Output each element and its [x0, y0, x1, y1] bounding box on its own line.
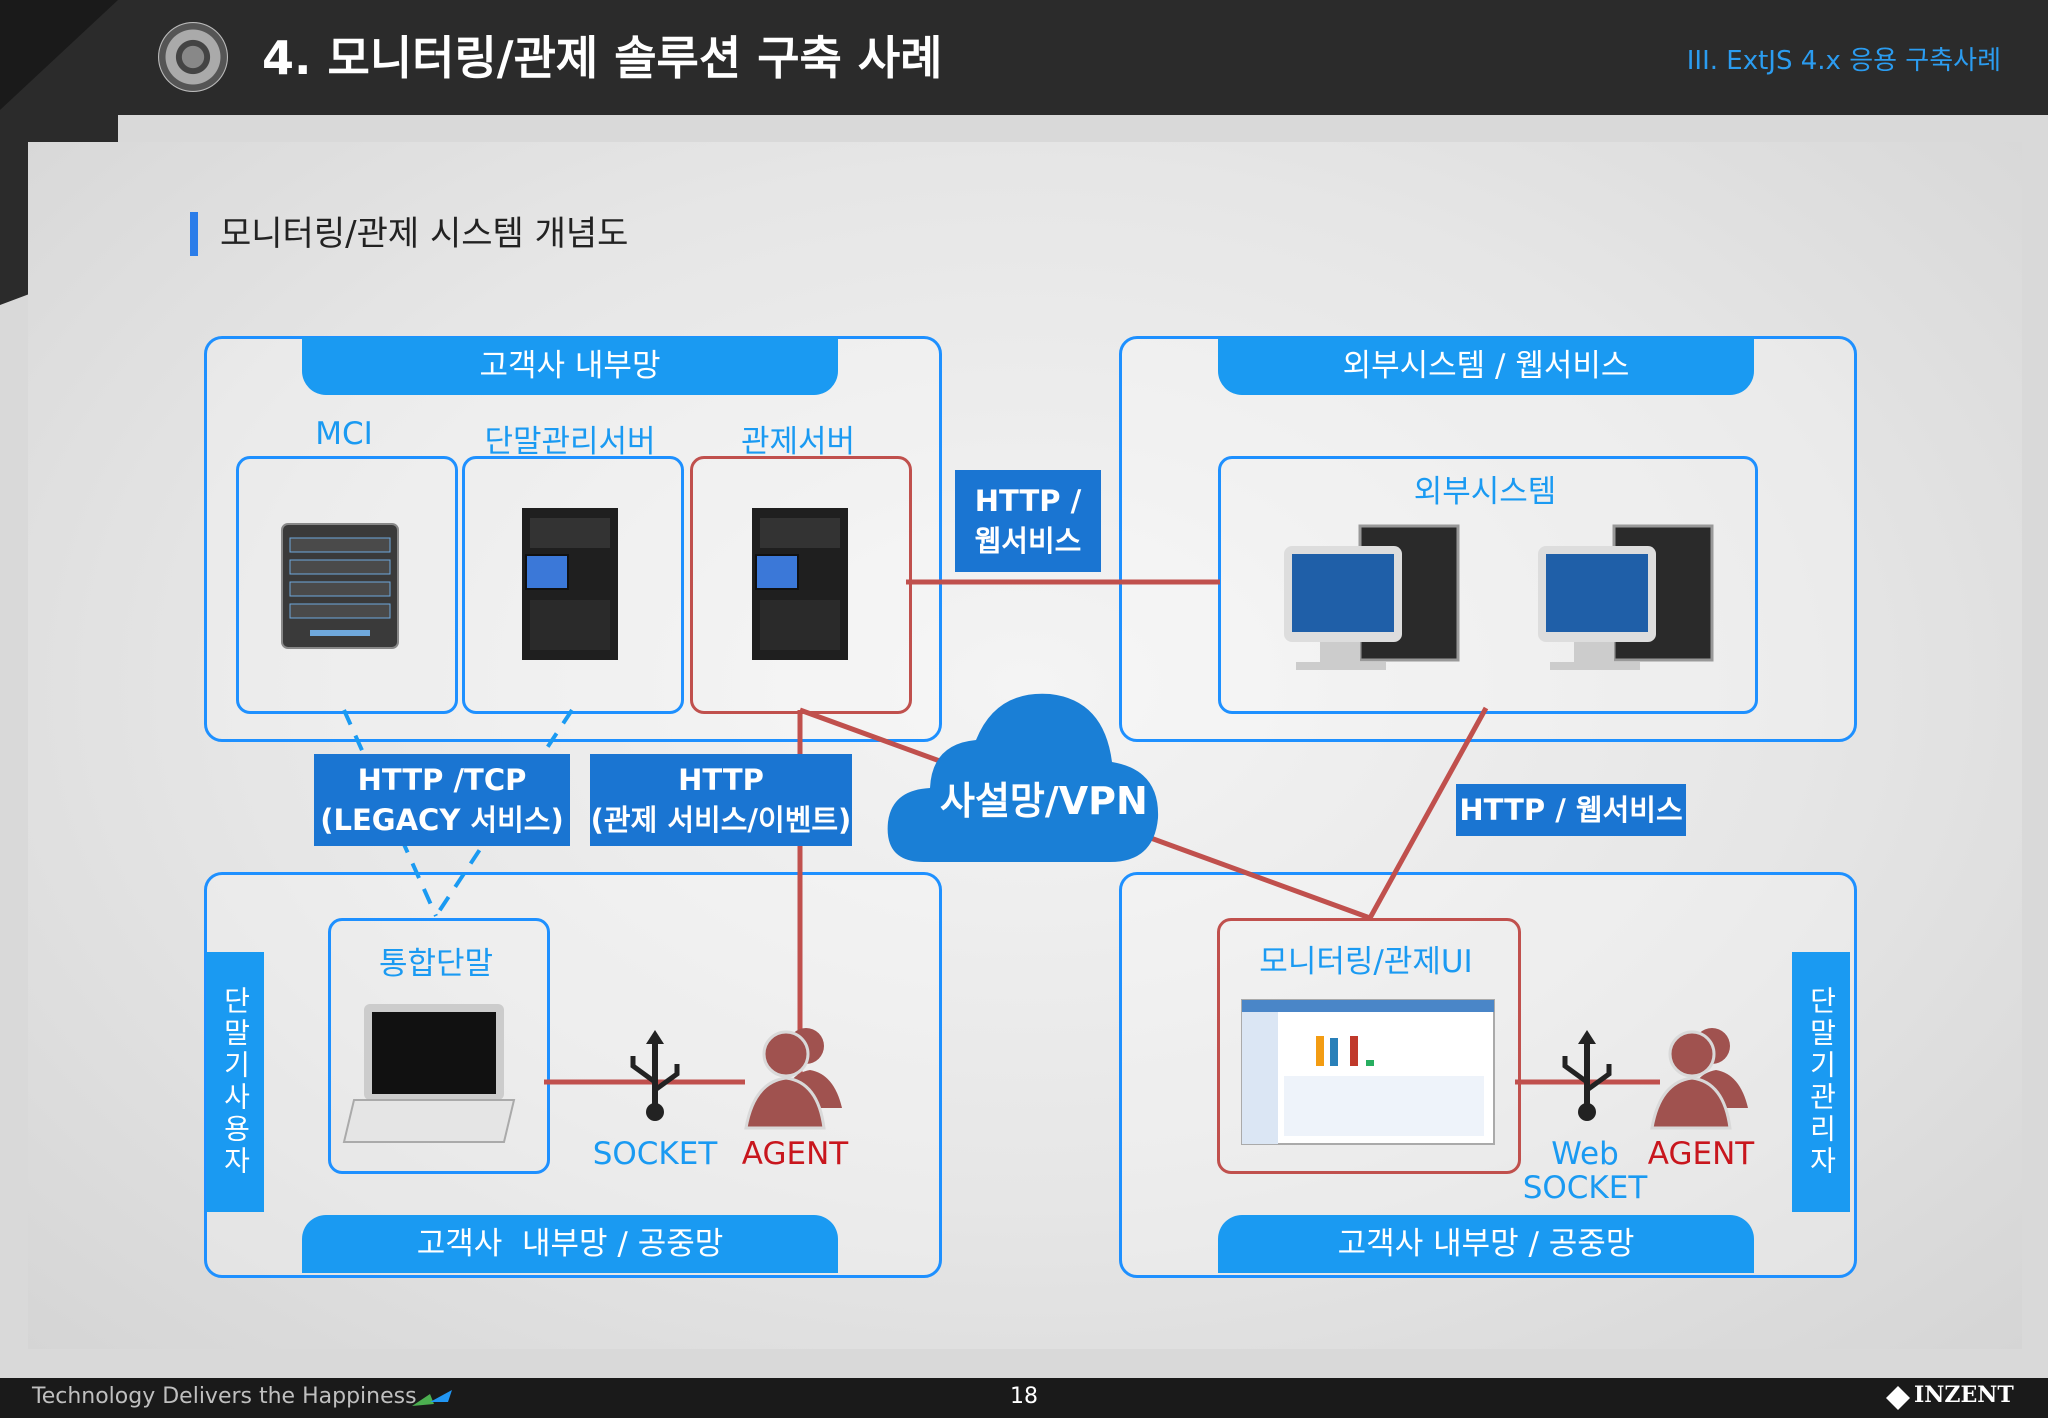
- tab-external-system: 외부시스템 / 웹서비스: [1218, 337, 1754, 395]
- mci-server-icon: [281, 523, 399, 649]
- label-terminal-server: 단말관리서버: [484, 424, 656, 460]
- diagram-subtitle: 모니터링/관제 시스템 개념도: [190, 212, 628, 256]
- company-logo: INZENT: [1914, 1382, 2014, 1408]
- desktop-computer-icon: [1284, 524, 1460, 670]
- protocol-http-web-right: HTTP / 웹서비스: [1456, 784, 1686, 836]
- leaf-icon: [412, 1390, 452, 1406]
- protocol-line: HTTP: [678, 763, 764, 797]
- usb-icon: [1562, 1030, 1612, 1121]
- usb-icon: [630, 1030, 680, 1121]
- label-control-server: 관제서버: [740, 424, 856, 460]
- protocol-http-web: HTTP / 웹서비스: [955, 470, 1101, 572]
- label-agent: AGENT: [741, 1136, 849, 1172]
- side-tab-terminal-user: 단말기사용자: [206, 952, 264, 1212]
- tab-bottom-left: 고객사 내부망 / 공중망: [302, 1215, 838, 1273]
- label-admin-agent: AGENT: [1647, 1136, 1755, 1172]
- protocol-line: HTTP /: [974, 484, 1082, 518]
- protocol-line: (LEGACY 서비스): [320, 803, 564, 837]
- box-integrated-terminal: [328, 918, 550, 1174]
- label-web-socket: SOCKET: [1522, 1170, 1648, 1206]
- desktop-computer-icon: [1538, 524, 1714, 670]
- page-number: 18: [1010, 1384, 1038, 1409]
- label-socket: SOCKET: [592, 1136, 718, 1172]
- panel-external-system: [1119, 336, 1857, 742]
- label-external-system: 외부시스템: [1413, 474, 1557, 510]
- box-terminal-server: [462, 456, 684, 714]
- terminal-server-icon: [522, 508, 618, 660]
- dashboard-screenshot-icon: [1241, 999, 1495, 1145]
- label-web: Web: [1551, 1136, 1619, 1172]
- cloud-label: 사설망/VPN: [940, 779, 1148, 823]
- protocol-line: HTTP /TCP: [357, 763, 527, 797]
- protocol-http-event: HTTP (관제 서비스/이벤트): [590, 754, 852, 846]
- protocol-line: (관제 서비스/이벤트): [590, 803, 852, 837]
- label-integrated-terminal: 통합단말: [378, 946, 494, 982]
- label-monitoring-ui: 모니터링/관제UI: [1259, 944, 1473, 980]
- logo-icon: [1886, 1386, 1910, 1410]
- control-server-icon: [752, 508, 848, 660]
- header-bar: 4. 모니터링/관제 솔루션 구축 사례 III. ExtJS 4.x 응용 구…: [0, 0, 2048, 115]
- laptop-icon: [342, 1004, 516, 1143]
- tab-bottom-right: 고객사 내부망 / 공중망: [1218, 1215, 1754, 1273]
- box-external-system: [1218, 456, 1758, 714]
- protocol-http-tcp: HTTP /TCP (LEGACY 서비스): [314, 754, 570, 846]
- section-label: III. ExtJS 4.x 응용 구축사례: [1686, 46, 2001, 76]
- cloud-icon: [887, 693, 1159, 862]
- label-mci: MCI: [315, 416, 373, 452]
- protocol-line: 웹서비스: [974, 524, 1082, 558]
- footer-tagline: Technology Delivers the Happiness: [32, 1384, 417, 1409]
- side-tab-terminal-admin: 단말기관리자: [1792, 952, 1850, 1212]
- page-title: 4. 모니터링/관제 솔루션 구축 사례: [262, 31, 943, 85]
- footer-bar: Technology Delivers the Happiness 18 INZ…: [0, 1378, 2048, 1418]
- users-icon: [1650, 1028, 1748, 1130]
- gear-icon: [158, 22, 228, 92]
- tab-internal-network: 고객사 내부망: [302, 337, 838, 395]
- users-icon: [744, 1028, 842, 1130]
